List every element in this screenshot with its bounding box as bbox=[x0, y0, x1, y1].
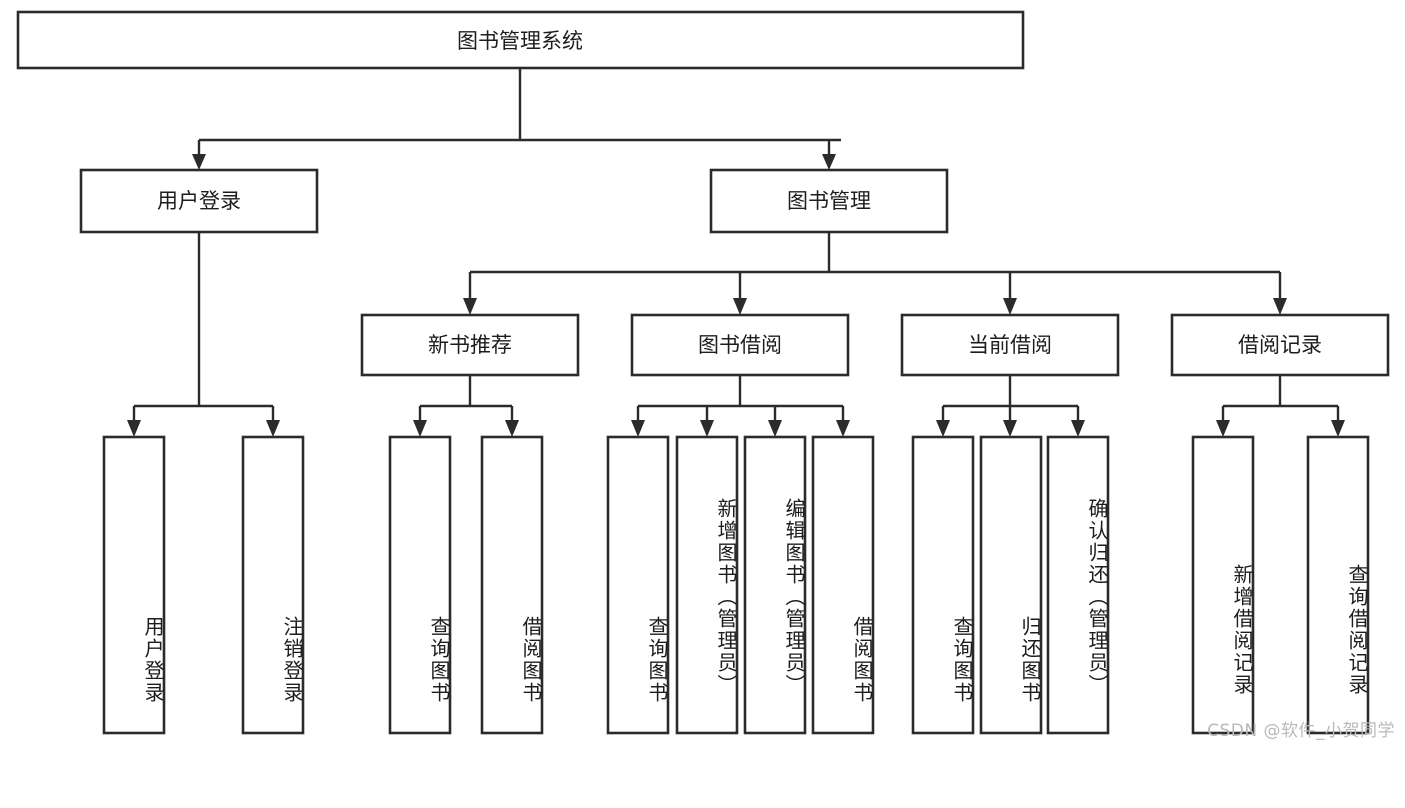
node-book-borrow-label: 图书借阅 bbox=[698, 333, 782, 357]
node-user-login-box[interactable] bbox=[79, 168, 319, 234]
arrowhead-leaf-add-book bbox=[700, 420, 714, 437]
arrowhead-new-book-recommend bbox=[463, 298, 477, 315]
node-root-box[interactable] bbox=[16, 10, 1025, 70]
connectors-new-book-recommend-to-leaves bbox=[413, 375, 519, 437]
arrowhead-user-login bbox=[192, 154, 206, 170]
arrowhead-book-manage bbox=[822, 154, 836, 170]
connectors-current-borrow-to-leaves bbox=[936, 375, 1085, 437]
arrowhead-leaf-return-book bbox=[1003, 420, 1017, 437]
connectors-book-manage-to-level3 bbox=[463, 232, 1287, 315]
node-user-login-label: 用户登录 bbox=[157, 189, 241, 213]
leaf-boxes bbox=[102, 435, 1370, 735]
leaf-query-book-3-box[interactable] bbox=[911, 435, 975, 735]
arrowhead-leaf-borrow-book-1 bbox=[505, 420, 519, 437]
arrowhead-leaf-borrow-book-2 bbox=[836, 420, 850, 437]
node-new-book-recommend-label: 新书推荐 bbox=[428, 333, 512, 357]
arrowhead-leaf-logout bbox=[266, 420, 280, 437]
node-user-login[interactable]: 用户登录 bbox=[79, 168, 319, 234]
arrowhead-book-borrow bbox=[733, 298, 747, 315]
arrowhead-leaf-user-login bbox=[127, 420, 141, 437]
node-book-manage-label: 图书管理 bbox=[787, 189, 871, 213]
arrowhead-current-borrow bbox=[1003, 298, 1017, 315]
arrowhead-leaf-edit-book bbox=[768, 420, 782, 437]
arrowhead-leaf-query-record bbox=[1331, 420, 1345, 437]
leaf-logout-box[interactable] bbox=[241, 435, 305, 735]
leaf-edit-book-box[interactable] bbox=[743, 435, 807, 735]
leaf-borrow-book-1-box[interactable] bbox=[480, 435, 544, 735]
node-borrow-record[interactable]: 借阅记录 bbox=[1170, 313, 1390, 377]
node-new-book-recommend[interactable]: 新书推荐 bbox=[360, 313, 580, 377]
node-book-borrow-box[interactable] bbox=[630, 313, 850, 377]
arrowhead-leaf-confirm-return bbox=[1071, 420, 1085, 437]
leaf-confirm-return-box[interactable] bbox=[1046, 435, 1110, 735]
leaf-query-record-box[interactable] bbox=[1306, 435, 1370, 735]
node-book-manage-box[interactable] bbox=[709, 168, 949, 234]
connectors-user-login-to-leaves bbox=[127, 232, 280, 437]
leaf-add-book-box[interactable] bbox=[675, 435, 739, 735]
node-current-borrow-box[interactable] bbox=[900, 313, 1120, 377]
connectors-borrow-record-to-leaves bbox=[1216, 375, 1345, 437]
node-book-manage[interactable]: 图书管理 bbox=[709, 168, 949, 234]
arrowhead-leaf-query-book-1 bbox=[413, 420, 427, 437]
watermark: CSDN @软件_小贺同学 bbox=[1207, 721, 1395, 741]
arrowhead-borrow-record bbox=[1273, 298, 1287, 315]
diagram-canvas: 图书管理系统 用户登录 图书管理 新书推荐 图书借阅 当前借阅 借阅记录 bbox=[16, 10, 1395, 741]
leaf-query-book-1-box[interactable] bbox=[388, 435, 452, 735]
leaf-query-book-2-box[interactable] bbox=[606, 435, 670, 735]
leaf-return-book-box[interactable] bbox=[979, 435, 1043, 735]
connectors-book-borrow-to-leaves bbox=[631, 375, 850, 437]
leaf-add-record-box[interactable] bbox=[1191, 435, 1255, 735]
leaf-user-login-box[interactable] bbox=[102, 435, 166, 735]
node-borrow-record-label: 借阅记录 bbox=[1238, 333, 1322, 357]
node-book-borrow[interactable]: 图书借阅 bbox=[630, 313, 850, 377]
arrowhead-leaf-query-book-3 bbox=[936, 420, 950, 437]
connectors-root-to-level2 bbox=[192, 68, 841, 170]
node-root[interactable]: 图书管理系统 bbox=[16, 10, 1025, 70]
node-new-book-recommend-box[interactable] bbox=[360, 313, 580, 377]
node-current-borrow-label: 当前借阅 bbox=[968, 333, 1052, 357]
leaf-borrow-book-2-box[interactable] bbox=[811, 435, 875, 735]
arrowhead-leaf-query-book-2 bbox=[631, 420, 645, 437]
diagram-svg: 图书管理系统 用户登录 图书管理 新书推荐 图书借阅 当前借阅 借阅记录 bbox=[16, 10, 1390, 735]
arrowhead-leaf-add-record bbox=[1216, 420, 1230, 437]
node-borrow-record-box[interactable] bbox=[1170, 313, 1390, 377]
node-current-borrow[interactable]: 当前借阅 bbox=[900, 313, 1120, 377]
node-root-label: 图书管理系统 bbox=[457, 29, 583, 53]
